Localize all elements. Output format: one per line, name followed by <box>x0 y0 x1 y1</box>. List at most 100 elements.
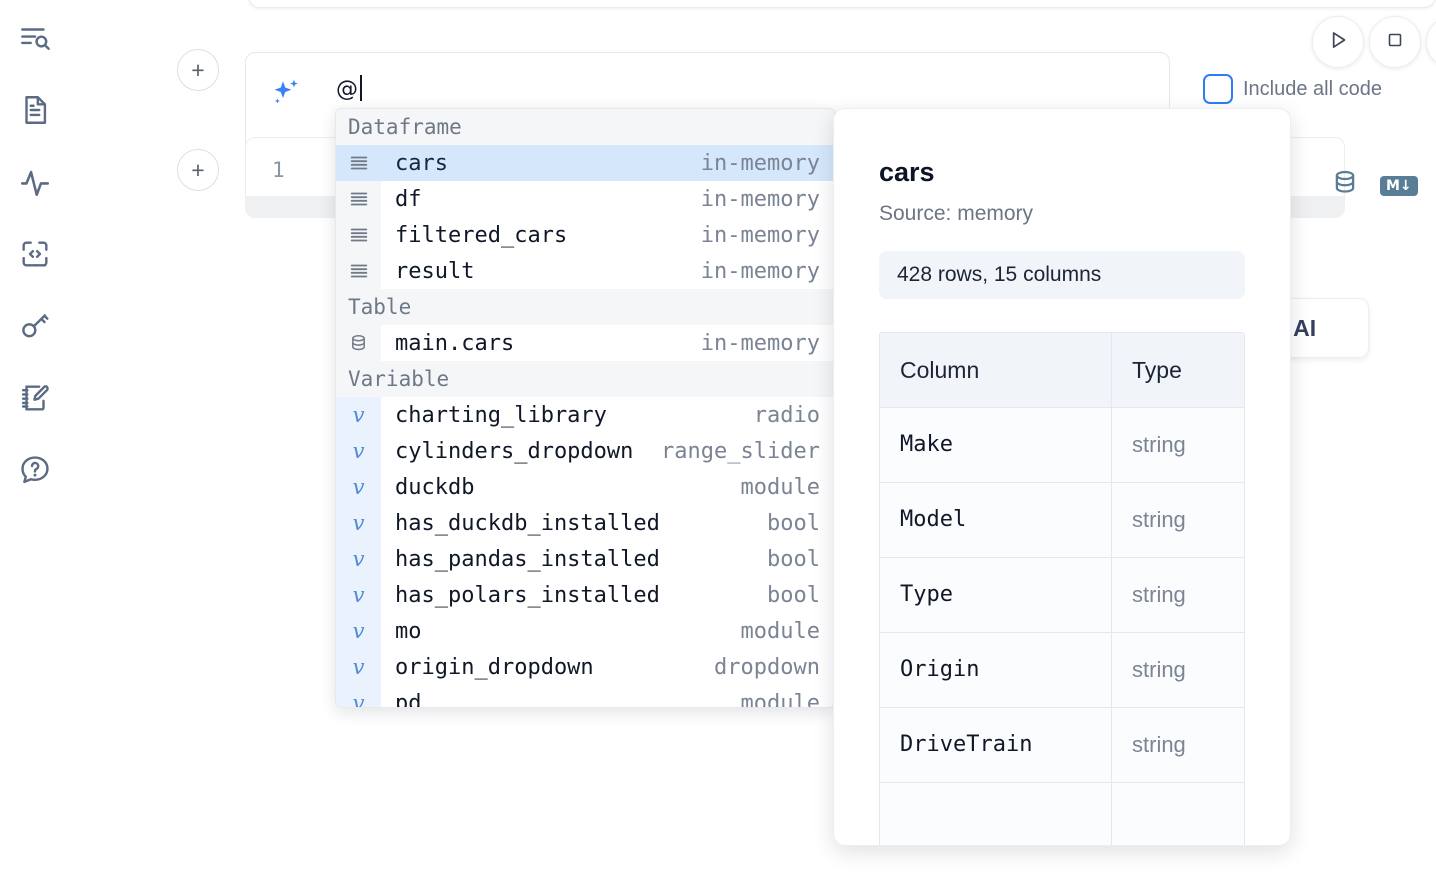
run-button[interactable] <box>1312 16 1364 68</box>
sidebar-item-snippets[interactable] <box>11 230 59 278</box>
autocomplete-group-header: Table <box>336 289 834 325</box>
sidebar-item-explorer[interactable] <box>11 14 59 62</box>
sidebar-item-notebook[interactable] <box>11 86 59 134</box>
autocomplete-item[interactable]: result in-memory <box>336 253 834 289</box>
dataframe-icon <box>336 181 381 217</box>
autocomplete-item-name: result <box>395 258 475 284</box>
autocomplete-item[interactable]: v has_polars_installed bool <box>336 577 834 613</box>
autocomplete-group-header: Dataframe <box>336 109 834 145</box>
column-name-cell: Type <box>880 558 1112 632</box>
activity-icon <box>18 165 52 199</box>
autocomplete-item-name: pd <box>395 690 422 708</box>
autocomplete-item-type: bool <box>767 546 820 572</box>
markdown-badge[interactable]: M↓ <box>1380 175 1418 196</box>
column-name-cell: DriveTrain <box>880 708 1112 782</box>
column-name-cell: Make <box>880 408 1112 482</box>
database-icon[interactable] <box>1330 168 1360 203</box>
autocomplete-item-type: module <box>740 690 820 708</box>
preview-source: Source: memory <box>879 202 1034 225</box>
variable-icon: v <box>336 577 381 613</box>
autocomplete-item[interactable]: filtered_cars in-memory <box>336 217 834 253</box>
add-cell-below-button[interactable]: + <box>177 149 219 191</box>
sparkles-icon <box>268 75 304 116</box>
sidebar-item-activity[interactable] <box>11 158 59 206</box>
autocomplete-item-name: mo <box>395 618 422 644</box>
document-icon <box>18 93 52 127</box>
column-name-cell: Origin <box>880 633 1112 707</box>
dataset-preview-panel: cars Source: memory 428 rows, 15 columns… <box>833 108 1291 846</box>
dataframe-icon <box>336 145 381 181</box>
include-all-code-label: Include all code <box>1243 77 1382 100</box>
column-type-cell <box>1112 783 1244 845</box>
autocomplete-item-type: range_slider <box>661 438 820 464</box>
add-cell-above-button[interactable]: + <box>177 49 219 91</box>
variable-icon: v <box>336 685 381 707</box>
variable-icon: v <box>336 541 381 577</box>
variable-icon: v <box>336 613 381 649</box>
ai-prompt-input[interactable]: @ <box>336 75 362 102</box>
include-all-code-checkbox[interactable] <box>1203 74 1233 104</box>
code-snippet-icon <box>18 237 52 271</box>
autocomplete-item-type: module <box>740 474 820 500</box>
autocomplete-item-type: dropdown <box>714 654 820 680</box>
column-type-cell: string <box>1112 483 1244 557</box>
sidebar-item-help[interactable] <box>11 446 59 494</box>
variable-icon: v <box>336 505 381 541</box>
column-type-cell: string <box>1112 633 1244 707</box>
autocomplete-item-type: radio <box>753 402 820 428</box>
stop-square-icon <box>1383 28 1407 57</box>
autocomplete-item[interactable]: main.cars in-memory <box>336 325 834 361</box>
autocomplete-item-type: in-memory <box>700 258 820 284</box>
key-icon <box>18 309 52 343</box>
autocomplete-item-name: main.cars <box>395 330 515 356</box>
autocomplete-item-name: filtered_cars <box>395 222 568 248</box>
plus-icon: + <box>191 156 205 183</box>
line-number: 1 <box>272 158 285 182</box>
more-options-button[interactable] <box>1426 16 1436 68</box>
autocomplete-item-type: in-memory <box>700 150 820 176</box>
include-all-code-toggle[interactable]: Include all code <box>1203 74 1382 104</box>
play-icon <box>1325 27 1351 58</box>
autocomplete-item-type: bool <box>767 582 820 608</box>
autocomplete-item-type: bool <box>767 510 820 536</box>
column-type-cell: string <box>1112 408 1244 482</box>
column-type-cell: string <box>1112 708 1244 782</box>
variable-icon: v <box>336 469 381 505</box>
column-header: Column <box>880 333 1112 407</box>
autocomplete-item-type: in-memory <box>700 222 820 248</box>
autocomplete-item-type: in-memory <box>700 186 820 212</box>
autocomplete-item-name: has_polars_installed <box>395 582 660 608</box>
sidebar-item-scratchpad[interactable] <box>11 374 59 422</box>
text-caret <box>359 75 362 101</box>
dataframe-icon <box>336 253 381 289</box>
sidebar-item-secrets[interactable] <box>11 302 59 350</box>
autocomplete-item[interactable]: cars in-memory <box>336 145 834 181</box>
preview-stats: 428 rows, 15 columns <box>879 251 1245 299</box>
variable-icon: v <box>336 649 381 685</box>
preview-title: cars <box>879 157 935 187</box>
autocomplete-item-name: cars <box>395 150 448 176</box>
stop-button[interactable] <box>1369 16 1421 68</box>
table-row <box>880 783 1244 845</box>
cell-action-icons: M↓ <box>1330 168 1418 203</box>
autocomplete-item-name: cylinders_dropdown <box>395 438 634 464</box>
database-icon <box>336 325 381 361</box>
autocomplete-item-type: in-memory <box>700 330 820 356</box>
dataframe-icon <box>336 217 381 253</box>
